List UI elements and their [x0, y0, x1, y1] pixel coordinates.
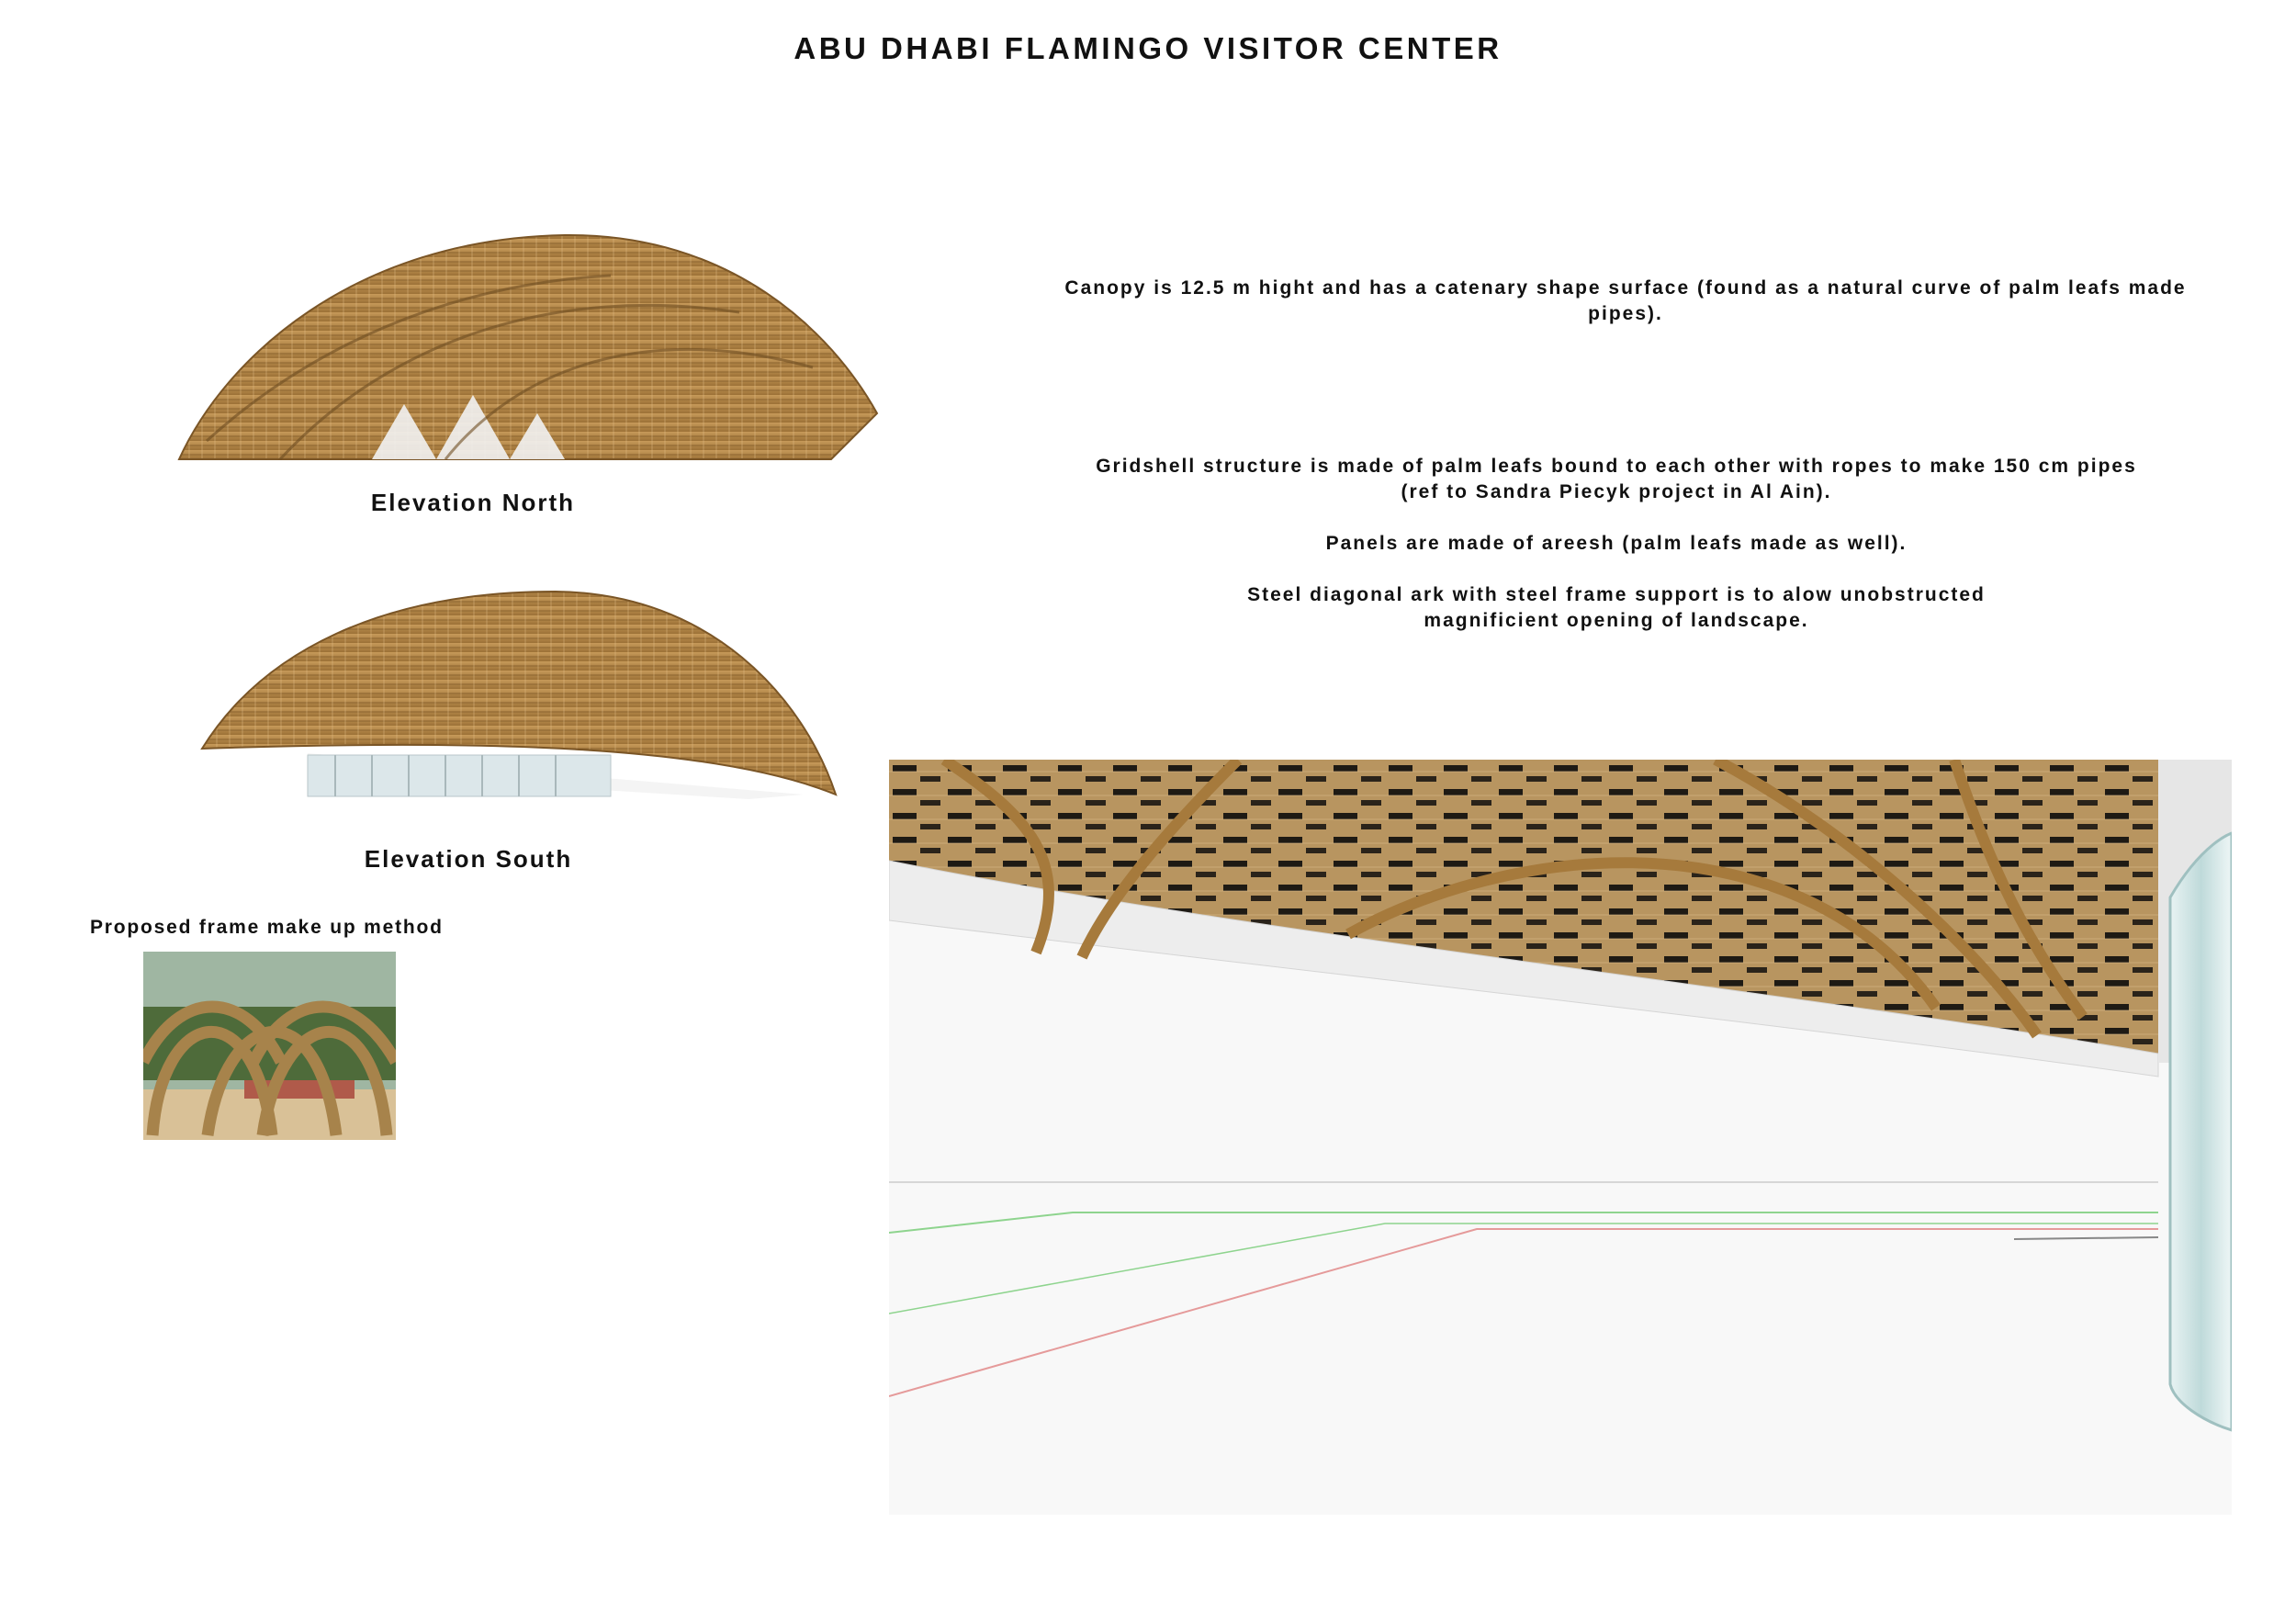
frame-method-photo	[143, 952, 396, 1140]
panels-note: Panels are made of areesh (palm leafs ma…	[1325, 533, 1908, 554]
interior-canopy-render	[889, 760, 2232, 1515]
elevation-north-image	[170, 230, 886, 473]
elevation-south-image	[197, 588, 840, 808]
canopy-note: Canopy is 12.5 m hight and has a catenar…	[1064, 277, 2187, 324]
steel-note: Steel diagonal ark with steel frame supp…	[1247, 584, 1986, 631]
frame-method-label: Proposed frame make up method	[90, 917, 444, 938]
elevation-north-label: Elevation North	[370, 489, 576, 516]
gridshell-note: Gridshell structure is made of palm leaf…	[1096, 456, 2137, 502]
elevation-south-label: Elevation South	[364, 845, 573, 873]
page-title: ABU DHABI FLAMINGO VISITOR CENTER	[793, 31, 1503, 65]
